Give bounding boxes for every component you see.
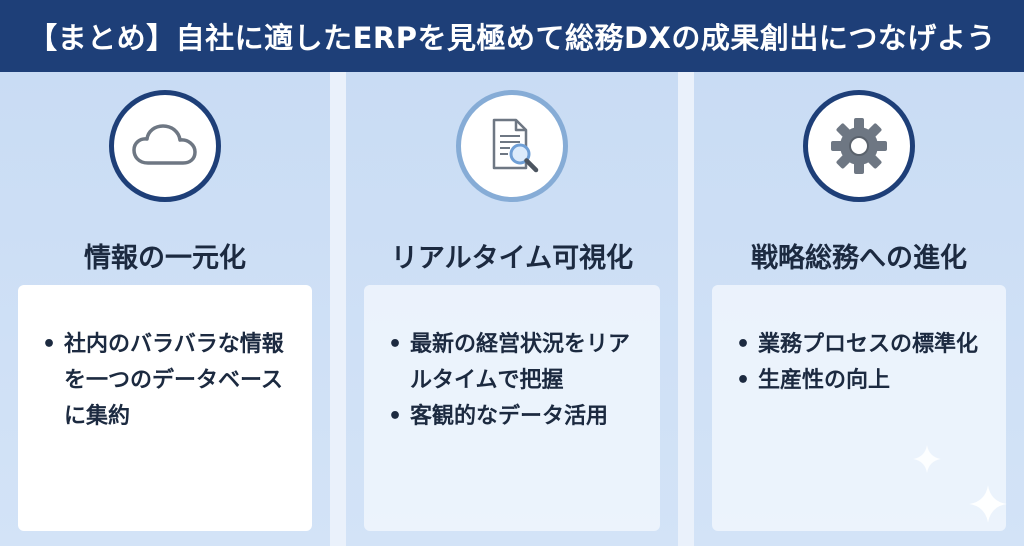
bullet-item: 業務プロセスの標準化 xyxy=(736,327,988,363)
column-title: リアルタイム可視化 xyxy=(390,243,634,274)
column-title: 戦略総務への進化 xyxy=(751,243,967,274)
content-card: 業務プロセスの標準化 生産性の向上 xyxy=(712,285,1006,531)
columns: 情報の一元化 社内のバラバラな情報を一つのデータベースに集約 xyxy=(0,72,1024,546)
icon-ring xyxy=(109,90,221,202)
icon-ring xyxy=(456,90,568,202)
bullet-item: 社内のバラバラな情報を一つのデータベースに集約 xyxy=(42,327,294,435)
bullet-list: 最新の経営状況をリアルタイムで把握 客観的なデータ活用 xyxy=(388,327,642,435)
document-search-icon xyxy=(492,118,539,173)
column-unification: 情報の一元化 社内のバラバラな情報を一つのデータベースに集約 xyxy=(0,72,330,546)
gear-icon xyxy=(831,118,887,174)
column-strategic: 戦略総務への進化 業務プロセスの標準化 生産性の向上 xyxy=(694,72,1024,546)
column-title: 情報の一元化 xyxy=(84,243,246,274)
icon-ring xyxy=(803,90,915,202)
bullet-item: 生産性の向上 xyxy=(736,363,988,399)
page-title: 【まとめ】自社に適したERPを見極めて総務DXの成果創出につなげよう xyxy=(28,21,996,55)
bullet-item: 最新の経営状況をリアルタイムで把握 xyxy=(388,327,642,399)
cloud-icon xyxy=(132,124,197,165)
bullet-list: 社内のバラバラな情報を一つのデータベースに集約 xyxy=(42,327,294,435)
sparkle-icon xyxy=(969,485,1007,523)
content-card: 社内のバラバラな情報を一つのデータベースに集約 xyxy=(18,285,312,531)
bullet-list: 業務プロセスの標準化 生産性の向上 xyxy=(736,327,988,399)
bullet-item: 客観的なデータ活用 xyxy=(388,399,642,435)
sparkle-icon xyxy=(913,445,941,473)
content-card: 最新の経営状況をリアルタイムで把握 客観的なデータ活用 xyxy=(364,285,660,531)
column-visibility: リアルタイム可視化 最新の経営状況をリアルタイムで把握 客観的なデータ活用 xyxy=(346,72,678,546)
header-bar: 【まとめ】自社に適したERPを見極めて総務DXの成果創出につなげよう xyxy=(0,0,1024,72)
